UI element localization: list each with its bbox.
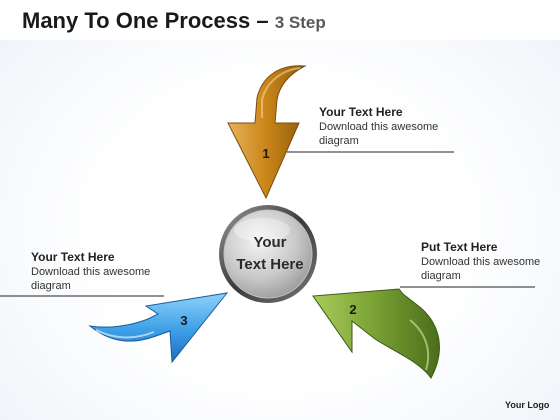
step-3-heading: Your Text Here [31, 250, 115, 264]
center-circle [219, 205, 317, 303]
step-number-1: 1 [262, 146, 269, 161]
arrow-step-2 [312, 288, 440, 379]
logo-text: Your Logo [505, 400, 550, 410]
center-label-line-2: Text Here [236, 256, 304, 273]
step-1-body: Download this awesome diagram [319, 121, 439, 147]
step-2-text: Put Text Here Download this awesome diag… [421, 240, 551, 283]
step-number-2: 2 [349, 302, 356, 317]
step-number-3: 3 [180, 313, 187, 328]
center-label-line-1: Your [253, 234, 287, 251]
arrow-step-3 [88, 292, 229, 364]
step-2-body: Download this awesome diagram [421, 256, 541, 282]
title-separator: – [256, 8, 269, 33]
step-1-text: Your Text Here Download this awesome dia… [319, 105, 449, 148]
step-2-heading: Put Text Here [421, 240, 498, 254]
step-1-heading: Your Text Here [319, 105, 403, 119]
step-3-text: Your Text Here Download this awesome dia… [31, 250, 161, 293]
page-title: Many To One Process – 3 Step [22, 8, 326, 34]
arrow-step-1 [227, 65, 307, 200]
title-bar: Many To One Process – 3 Step [0, 0, 560, 40]
title-main: Many To One Process [22, 8, 251, 33]
title-sub: 3 Step [274, 13, 326, 32]
step-3-body: Download this awesome diagram [31, 266, 151, 292]
center-label: Your Text Here [222, 232, 318, 276]
